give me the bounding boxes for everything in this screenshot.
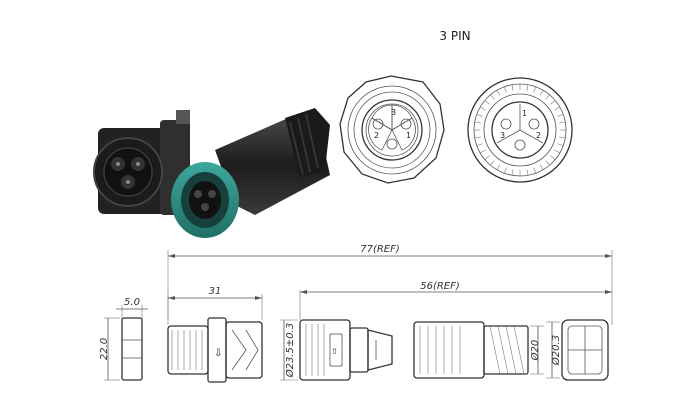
flange-height-label: 22.0: [99, 338, 110, 360]
serration-tick: [476, 113, 483, 117]
plug-side-view: Ø23.5±0.3 ⇧: [280, 319, 393, 381]
serration-tick: [557, 143, 564, 147]
socket-photo: [93, 110, 190, 215]
front-pin-label: 2: [374, 131, 379, 140]
serration-tick: [503, 86, 507, 93]
serration-tick: [545, 160, 550, 166]
serration-tick: [533, 167, 537, 174]
serration-tick: [480, 106, 486, 111]
plug-body-view: Ø20: [413, 321, 544, 379]
serration-tick: [503, 167, 507, 174]
serration-tick: [476, 143, 483, 147]
serration-tick: [480, 149, 486, 154]
front-view: 2 3 1: [339, 75, 445, 184]
serration-tick: [526, 84, 529, 91]
plug-diameter-b-label: Ø20.3: [550, 335, 562, 366]
serration-tick: [550, 100, 556, 105]
plug-diameter-a-label: Ø20: [529, 340, 541, 362]
flange-view: 5.0 22.0: [99, 297, 148, 381]
front-pin-label: 3: [391, 108, 396, 117]
back-pin-label: 1: [522, 109, 527, 118]
front-pin-label: 1: [406, 131, 411, 140]
serration-tick: [490, 160, 495, 166]
back-pin-label: 2: [536, 131, 541, 140]
serration-tick: [559, 136, 566, 139]
socket-side-view: ⇩: [167, 317, 263, 383]
serration-tick: [484, 155, 490, 160]
serration-tick: [533, 86, 537, 93]
socket-length-dimension: 31: [167, 286, 263, 320]
serration-tick: [554, 149, 560, 154]
arrow-icon: ⇩: [214, 348, 222, 359]
overall-length-dimension: 77(REF): [167, 244, 613, 325]
flange-thickness-label: 5.0: [124, 297, 140, 308]
back-view: 3 2 1: [467, 77, 573, 183]
serration-tick: [526, 169, 529, 176]
serration-tick: [559, 121, 566, 124]
plug-photo: [171, 108, 330, 238]
serration-tick: [511, 84, 514, 91]
serration-tick: [496, 90, 501, 96]
socket-length-label: 31: [209, 286, 222, 297]
serration-tick: [539, 90, 544, 96]
serration-tick: [511, 169, 514, 176]
serration-tick: [557, 113, 564, 117]
serration-tick: [545, 94, 550, 100]
plug-end-view: Ø20.3: [546, 319, 609, 381]
arrow-icon: ⇧: [331, 347, 338, 356]
serration-tick: [496, 164, 501, 170]
title: 3 PIN: [439, 29, 470, 43]
back-pin-label: 3: [500, 131, 505, 140]
serration-tick: [474, 121, 481, 124]
serration-tick: [484, 100, 490, 105]
plug-length-label: 56(REF): [420, 281, 460, 292]
serration-tick: [490, 94, 495, 100]
serration-tick: [554, 106, 560, 111]
serration-tick: [550, 155, 556, 160]
socket-diameter-label: Ø23.5±0.3: [284, 323, 296, 378]
overall-length-label: 77(REF): [360, 244, 400, 255]
plug-length-dimension: 56(REF): [299, 281, 612, 320]
serration-tick: [474, 136, 481, 139]
serration-tick: [539, 164, 544, 170]
